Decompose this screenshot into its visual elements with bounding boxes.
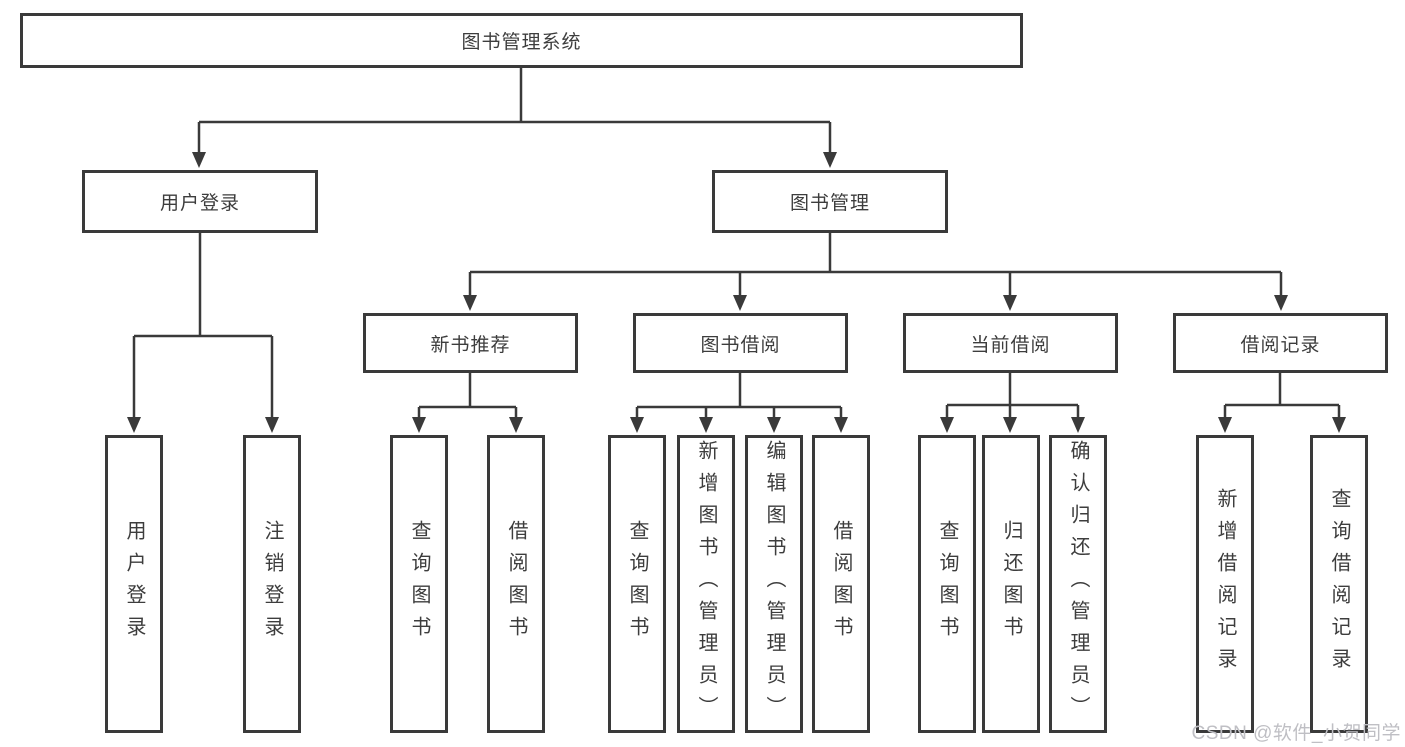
leaf-label: 查询图书 <box>408 520 430 648</box>
node-book-management: 图书管理 <box>712 170 948 233</box>
leaf-logout: 注销登录 <box>243 435 301 733</box>
leaf-label: 借阅图书 <box>505 520 527 648</box>
leaf-query-borrow-record: 查询借阅记录 <box>1310 435 1368 733</box>
leaf-label: 查询借阅记录 <box>1328 488 1350 680</box>
node-user-login: 用户登录 <box>82 170 318 233</box>
node-current-borrow: 当前借阅 <box>903 313 1118 373</box>
leaf-label: 用户登录 <box>123 520 145 648</box>
leaf-label: 编辑图书（管理员） <box>763 440 785 728</box>
leaf-label: 新增借阅记录 <box>1214 488 1236 680</box>
node-book-borrow: 图书借阅 <box>633 313 848 373</box>
node-label: 借阅记录 <box>1240 334 1321 356</box>
node-label: 新书推荐 <box>430 334 511 356</box>
leaf-label: 借阅图书 <box>830 520 852 648</box>
leaf-add-borrow-record: 新增借阅记录 <box>1196 435 1254 733</box>
node-label: 当前借阅 <box>970 334 1051 356</box>
node-new-book-recommend: 新书推荐 <box>363 313 578 373</box>
leaf-add-book-admin: 新增图书（管理员） <box>677 435 735 733</box>
leaf-confirm-return-admin: 确认归还（管理员） <box>1049 435 1107 733</box>
node-library-management-system: 图书管理系统 <box>20 13 1023 68</box>
leaf-query-book-recommend: 查询图书 <box>390 435 448 733</box>
leaf-query-book-borrow: 查询图书 <box>608 435 666 733</box>
leaf-edit-book-admin: 编辑图书（管理员） <box>745 435 803 733</box>
leaf-user-login: 用户登录 <box>105 435 163 733</box>
node-borrow-records: 借阅记录 <box>1173 313 1388 373</box>
leaf-label: 查询图书 <box>626 520 648 648</box>
node-label: 图书管理系统 <box>461 32 582 53</box>
watermark: CSDN @软件_小贺同学 <box>1191 723 1401 744</box>
leaf-label: 确认归还（管理员） <box>1067 440 1089 728</box>
leaf-return-book: 归还图书 <box>982 435 1040 733</box>
leaf-label: 注销登录 <box>261 520 283 648</box>
leaf-query-book-current: 查询图书 <box>918 435 976 733</box>
leaf-borrow-book-recommend: 借阅图书 <box>487 435 545 733</box>
leaf-label: 查询图书 <box>936 520 958 648</box>
leaf-borrow-book: 借阅图书 <box>812 435 870 733</box>
leaf-label: 归还图书 <box>1000 520 1022 648</box>
node-label: 图书管理 <box>789 193 870 214</box>
leaf-label: 新增图书（管理员） <box>695 440 717 728</box>
node-label: 图书借阅 <box>700 334 781 356</box>
node-label: 用户登录 <box>159 193 240 214</box>
